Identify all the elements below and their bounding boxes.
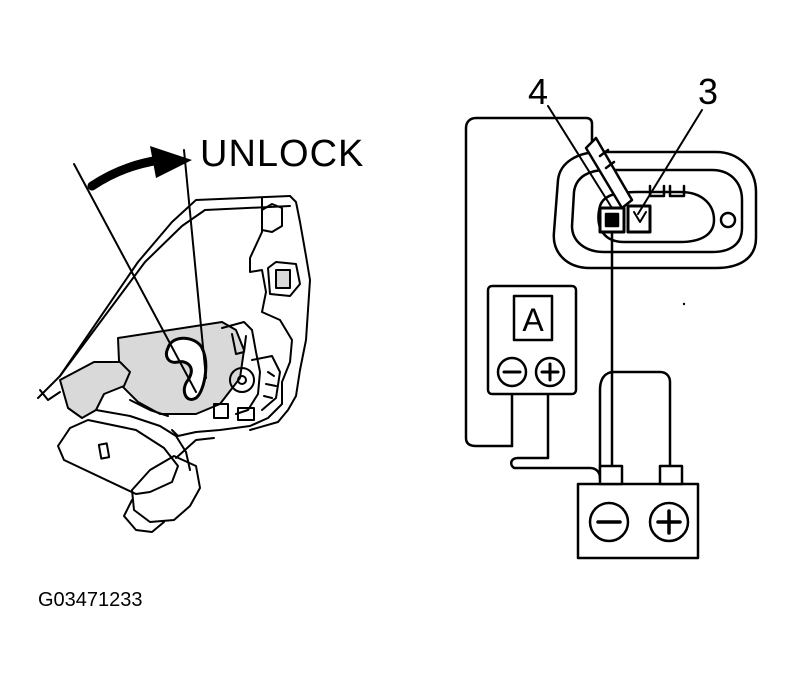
lower-bracket bbox=[59, 361, 131, 419]
lock-body-outline bbox=[171, 197, 293, 437]
swing-reference-line-2 bbox=[183, 149, 207, 379]
mount-block-middle bbox=[267, 261, 301, 297]
ammeter-label: A bbox=[522, 302, 544, 338]
leader-3 bbox=[637, 109, 703, 215]
mount-block-top bbox=[261, 203, 283, 233]
battery-positive-post bbox=[658, 464, 684, 486]
pivot-gear bbox=[229, 367, 255, 393]
scan-speck bbox=[682, 302, 686, 306]
unlock-arrow bbox=[87, 146, 192, 191]
test-lead-loop bbox=[464, 116, 594, 448]
unlock-label: UNLOCK bbox=[200, 133, 364, 175]
connector-housing bbox=[57, 419, 179, 495]
test-circuit bbox=[464, 105, 758, 560]
inner-plate-edge bbox=[59, 205, 291, 377]
lock-body-side bbox=[249, 195, 311, 431]
actuator-pin bbox=[213, 403, 229, 419]
test-probe bbox=[584, 136, 634, 210]
figure-id: G03471233 bbox=[38, 589, 143, 611]
outer-plate-edge bbox=[37, 195, 291, 399]
terminal-3-label: 3 bbox=[698, 71, 718, 112]
connector-inner bbox=[570, 168, 744, 254]
meter-polarity-signs bbox=[502, 362, 560, 382]
terminal-4-label: 4 bbox=[528, 71, 548, 112]
leader-4 bbox=[547, 105, 613, 209]
mount-hole bbox=[719, 211, 737, 229]
battery-polarity-signs bbox=[596, 509, 682, 535]
swing-reference-line bbox=[73, 163, 197, 393]
battery-negative-post bbox=[598, 464, 624, 486]
ammeter-display bbox=[512, 294, 554, 342]
lever-plate bbox=[117, 321, 245, 415]
door-lock-assembly bbox=[37, 149, 311, 533]
